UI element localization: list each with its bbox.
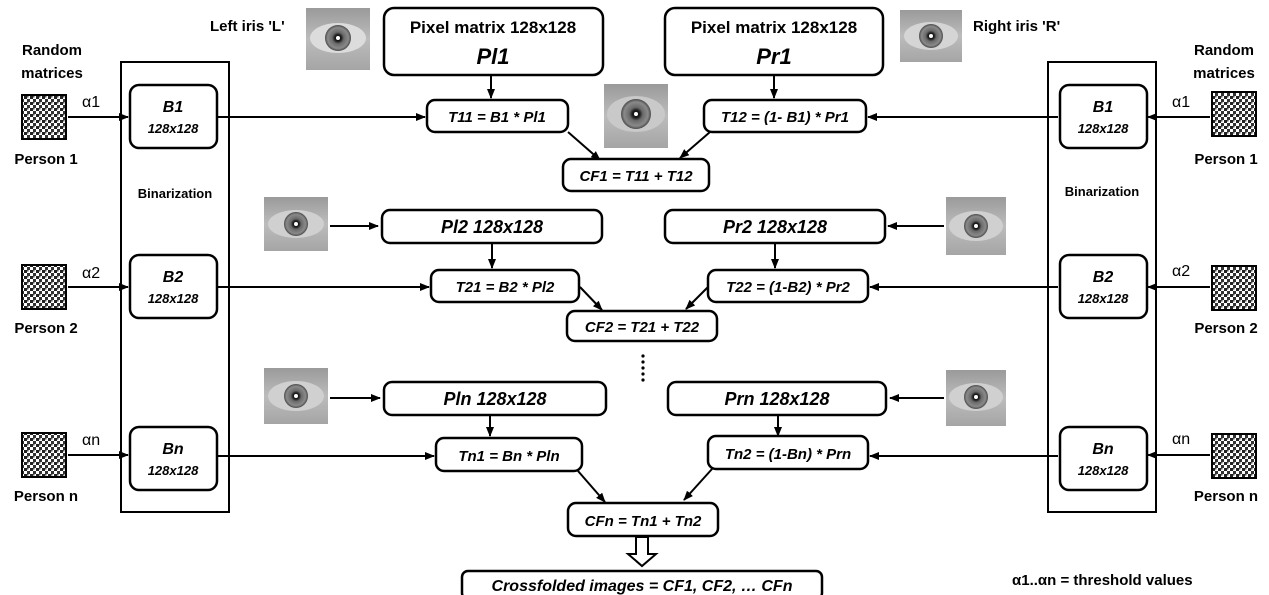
left-b2-size: 128x128 (148, 291, 199, 306)
t12-box (702, 98, 868, 134)
right-bn-size: 128x128 (1078, 463, 1129, 478)
random-matrix-icon (1211, 91, 1257, 137)
right-b1-box (1058, 83, 1149, 150)
right-person-n: Person n (1194, 488, 1258, 505)
random-matrix-icon (1211, 265, 1257, 311)
pln-box (382, 380, 608, 417)
cf1-label: CF1 = T11 + T12 (579, 168, 693, 185)
pixel-matrix-left-title: Pixel matrix 128x128 (410, 18, 576, 37)
left-iris-image-2 (264, 197, 328, 251)
left-b1-box (128, 83, 219, 150)
left-alpha-1: α1 (82, 94, 100, 111)
left-iris-image-n (264, 368, 328, 424)
right-person-2: Person 2 (1194, 320, 1257, 337)
tn2-box (706, 434, 870, 471)
t21-label: T21 = B2 * Pl2 (456, 279, 555, 296)
cfn-label: CFn = Tn1 + Tn2 (585, 513, 702, 530)
random-matrix-icon (21, 94, 67, 140)
t21-box (429, 268, 581, 304)
pixel-matrix-right-title: Pixel matrix 128x128 (691, 18, 857, 37)
pr1-label: Pr1 (756, 44, 791, 69)
pixel-matrix-left-box (382, 6, 605, 77)
left-person-n: Person n (14, 488, 78, 505)
cf2-box (565, 309, 719, 343)
arrow (567, 131, 601, 161)
arrow (683, 468, 713, 501)
cf1-box (561, 157, 711, 193)
left-b1-size: 128x128 (148, 121, 199, 136)
pln-label: Pln 128x128 (443, 389, 546, 409)
left-alpha-2: α2 (82, 265, 100, 282)
right-b1-size: 128x128 (1078, 121, 1129, 136)
pl2-label: Pl2 128x128 (441, 217, 543, 237)
right-iris-label: Right iris 'R' (973, 18, 1060, 35)
left-bn-box (128, 425, 219, 492)
crossfolded-box (460, 569, 824, 595)
t22-label: T22 = (1-B2) * Pr2 (726, 279, 850, 296)
down-arrow-icon (625, 536, 659, 568)
t22-box (706, 268, 870, 304)
left-iris-label: Left iris 'L' (210, 18, 285, 35)
left-binarization-label: Binarization (138, 186, 212, 201)
left-alpha-n: αn (82, 432, 100, 449)
right-iris-image (900, 10, 962, 62)
prn-label: Prn 128x128 (724, 389, 829, 409)
tn1-label: Tn1 = Bn * Pln (458, 448, 559, 465)
crossfolded-iris-image (604, 84, 668, 148)
t12-label: T12 = (1- B1) * Pr1 (721, 109, 849, 126)
arrow (679, 131, 711, 159)
t11-label: T11 = B1 * Pl1 (448, 109, 546, 126)
left-iris-image (306, 8, 370, 70)
left-bn-size: 128x128 (148, 463, 199, 478)
left-random-title-1: Random (22, 42, 82, 59)
left-b2-label: B2 (163, 269, 184, 286)
arrow (579, 286, 603, 311)
pl1-label: Pl1 (476, 44, 509, 69)
threshold-legend: α1..αn = threshold values (1012, 572, 1193, 589)
right-alpha-2: α2 (1172, 263, 1190, 280)
arrow (685, 286, 709, 310)
tn1-box (434, 436, 584, 473)
right-b2-box (1058, 253, 1149, 320)
left-person-2: Person 2 (14, 320, 77, 337)
left-b1-label: B1 (163, 99, 184, 116)
crossfolded-label: Crossfolded images = CF1, CF2, … CFn (492, 578, 793, 595)
left-b2-box (128, 253, 219, 320)
right-binarization-label: Binarization (1065, 184, 1139, 199)
right-bn-label: Bn (1092, 441, 1114, 458)
right-b2-size: 128x128 (1078, 291, 1129, 306)
right-bn-box (1058, 425, 1149, 492)
pr2-label: Pr2 128x128 (723, 217, 827, 237)
vertical-ellipsis (641, 354, 645, 382)
tn2-label: Tn2 = (1-Bn) * Prn (725, 446, 851, 463)
right-iris-image-2 (946, 197, 1006, 255)
cf2-label: CF2 = T21 + T22 (585, 319, 700, 336)
right-alpha-1: α1 (1172, 94, 1190, 111)
right-b2-label: B2 (1093, 269, 1114, 286)
right-random-title-2: matrices (1193, 65, 1255, 82)
right-person-1: Person 1 (1194, 151, 1257, 168)
left-person-1: Person 1 (14, 151, 77, 168)
right-iris-image-n (946, 370, 1006, 426)
right-random-title-1: Random (1194, 42, 1254, 59)
random-matrix-icon (21, 264, 67, 310)
right-b1-label: B1 (1093, 99, 1114, 116)
random-matrix-icon (21, 432, 67, 478)
right-alpha-n: αn (1172, 431, 1190, 448)
left-bn-label: Bn (162, 441, 184, 458)
random-matrix-icon (1211, 433, 1257, 479)
t11-box (425, 98, 570, 134)
arrow (577, 470, 606, 503)
left-random-title-2: matrices (21, 65, 83, 82)
